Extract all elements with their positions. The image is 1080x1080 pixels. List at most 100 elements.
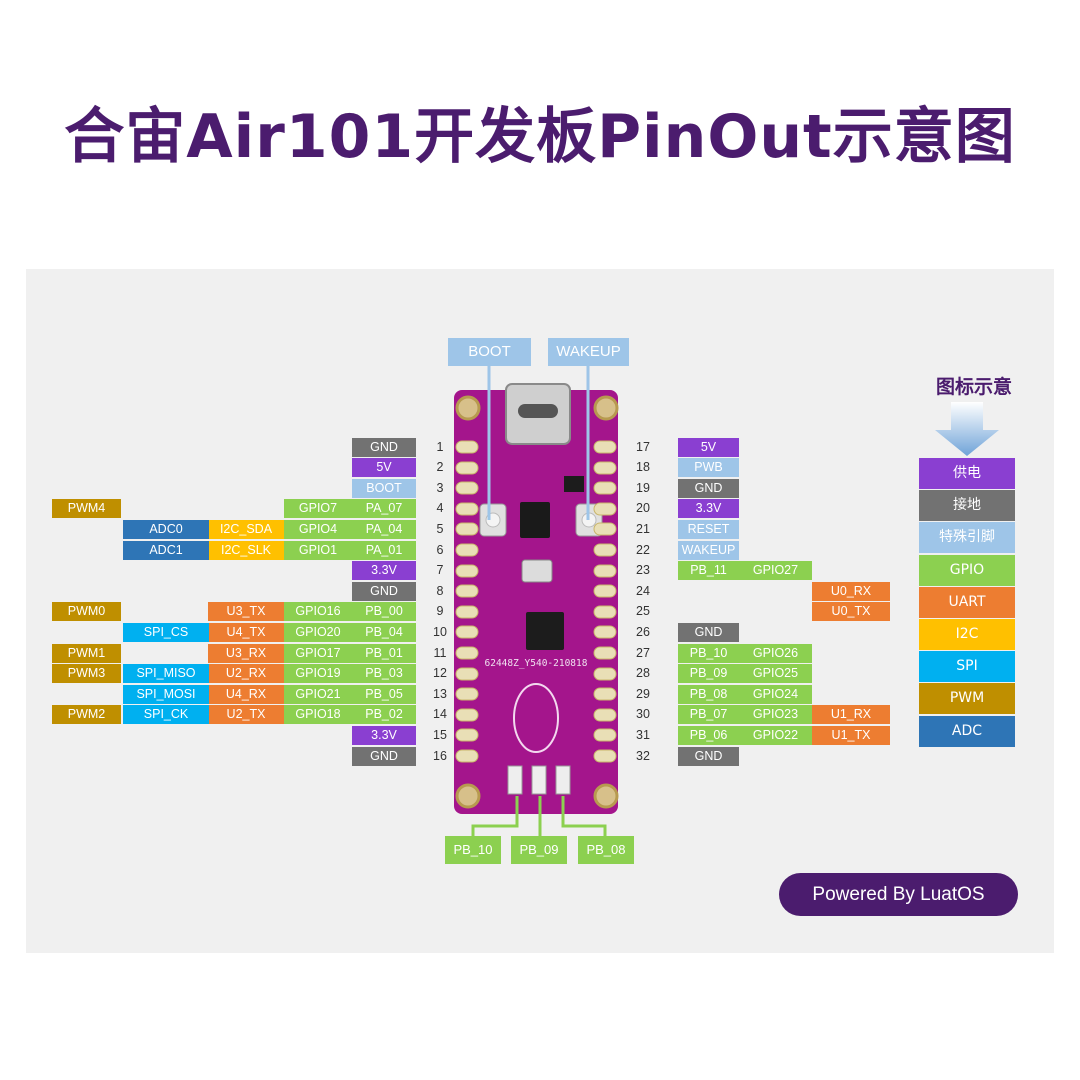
pin-pin-label: PB_07 — [678, 705, 739, 724]
pin-pin-label: GND — [352, 747, 416, 766]
pin-pin-label: PB_05 — [352, 685, 416, 704]
pin-pwm-label: PWM0 — [52, 602, 121, 621]
pin-gpio-label: GPIO27 — [739, 561, 812, 580]
pin-pin-label: GND — [352, 438, 416, 457]
pin-adc-label: ADC1 — [123, 541, 209, 560]
pin-number: 16 — [433, 749, 447, 763]
pin-number: 2 — [436, 460, 444, 474]
pin-pin-label: PA_01 — [352, 541, 416, 560]
header-pad-right — [593, 605, 617, 619]
pin-number: 6 — [436, 543, 444, 557]
pin-uart-label: U4_TX — [208, 623, 284, 642]
pin-gpio-label: GPIO18 — [284, 705, 352, 724]
header-pad-left — [455, 481, 479, 495]
led-icon — [555, 765, 571, 795]
pin-uart-label: U2_TX — [208, 705, 284, 724]
header-pad-left — [455, 625, 479, 639]
header-pad-right — [593, 749, 617, 763]
pin-pin-label: 3.3V — [352, 726, 416, 745]
pin-pin-label: PB_04 — [352, 623, 416, 642]
pin-pwm-label: PWM2 — [52, 705, 121, 724]
pin-gpio-label: GPIO19 — [284, 664, 352, 683]
header-pad-right — [593, 543, 617, 557]
pin-number: 11 — [433, 646, 447, 660]
pin-gpio-label: GPIO1 — [284, 541, 352, 560]
pin-number: 12 — [433, 666, 447, 680]
legend-item: UART — [919, 586, 1015, 618]
page-title: 合宙Air101开发板PinOut示意图 — [64, 102, 1016, 172]
header-pads — [455, 440, 617, 763]
header-pad-left — [455, 543, 479, 557]
led-icon — [531, 765, 547, 795]
header-pad-right — [593, 461, 617, 475]
pin-number: 22 — [636, 543, 650, 557]
pin-pin-label: PA_04 — [352, 520, 416, 539]
pin-gpio-label: GPIO17 — [284, 644, 352, 663]
pin-number: 26 — [636, 625, 650, 639]
header-pad-right — [593, 728, 617, 742]
pin-spi-label: SPI_CS — [123, 623, 209, 642]
logo-icon — [513, 683, 559, 753]
header-pad-right — [593, 481, 617, 495]
header-pad-right — [593, 708, 617, 722]
pin-i2c-label: I2C_SLK — [208, 541, 284, 560]
header-pad-left — [455, 440, 479, 454]
pin-pin-label: PB_06 — [678, 726, 739, 745]
mount-hole-icon — [593, 395, 619, 421]
header-pad-left — [455, 708, 479, 722]
pin-uart-label: U1_TX — [812, 726, 890, 745]
legend-item: PWM — [919, 683, 1015, 715]
pin-gpio-label: GPIO24 — [739, 685, 812, 704]
pin-number: 27 — [636, 646, 650, 660]
header-pad-left — [455, 687, 479, 701]
header-pad-left — [455, 728, 479, 742]
pin-number: 3 — [436, 481, 444, 495]
pin-gpio-label: GPIO20 — [284, 623, 352, 642]
pin-number: 8 — [436, 584, 444, 598]
led-icon — [507, 765, 523, 795]
pin-pin-label: 5V — [352, 458, 416, 477]
pin-uart-label: U0_RX — [812, 582, 890, 601]
legend-item: I2C — [919, 619, 1015, 650]
pin-pin-label: GND — [678, 479, 739, 498]
pin-uart-label: U2_RX — [208, 664, 284, 683]
pin-pin-label: PB_11 — [678, 561, 739, 580]
pin-pin-label: WAKEUP — [678, 541, 739, 560]
pin-number: 10 — [433, 625, 447, 639]
pin-pin-label: PB_08 — [678, 685, 739, 704]
pin-pin-label: 5V — [678, 438, 739, 457]
pin-number: 31 — [636, 728, 650, 742]
pin-number: 17 — [636, 440, 650, 454]
wakeup-label: WAKEUP — [548, 338, 629, 366]
pin-number: 25 — [636, 604, 650, 618]
pin-pin-label: GND — [678, 747, 739, 766]
header-pad-right — [593, 625, 617, 639]
pin-number: 30 — [636, 707, 650, 721]
bottom-label-pb08: PB_08 — [578, 836, 634, 864]
pin-pin-label: GND — [678, 623, 739, 642]
pin-number: 15 — [433, 728, 447, 742]
header-pad-right — [593, 687, 617, 701]
header-pad-right — [593, 522, 617, 536]
air101-board: 62448Z_Y540-210818 — [454, 383, 619, 814]
pin-pin-label: PB_00 — [352, 602, 416, 621]
powered-by-badge: Powered By LuatOS — [779, 873, 1018, 916]
pin-gpio-label: GPIO23 — [739, 705, 812, 724]
crystal-icon — [521, 559, 553, 583]
bottom-label-pb09: PB_09 — [511, 836, 567, 864]
pin-number: 23 — [636, 563, 650, 577]
header-pad-right — [593, 502, 617, 516]
pin-spi-label: SPI_MOSI — [123, 685, 209, 704]
pin-pin-label: PB_02 — [352, 705, 416, 724]
pin-pwm-label: PWM3 — [52, 664, 121, 683]
header-pad-right — [593, 440, 617, 454]
pin-number: 19 — [636, 481, 650, 495]
pin-gpio-label: GPIO26 — [739, 644, 812, 663]
pin-uart-label: U4_RX — [208, 685, 284, 704]
pin-pin-label: PB_09 — [678, 664, 739, 683]
pin-number: 32 — [636, 749, 650, 763]
legend-item: GPIO — [919, 554, 1015, 586]
header-pad-right — [593, 584, 617, 598]
pin-number: 18 — [636, 460, 650, 474]
